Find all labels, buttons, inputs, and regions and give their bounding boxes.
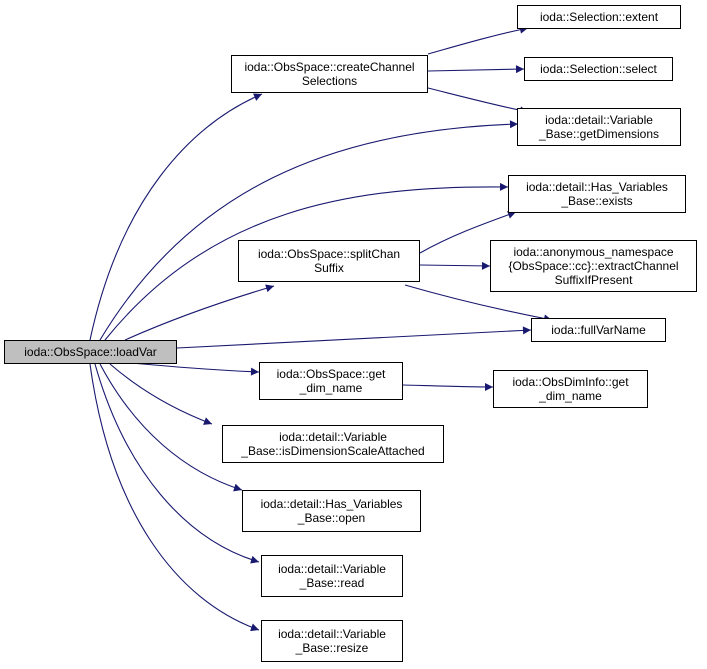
- node-label-line: ioda::detail::Has_Variables: [526, 180, 668, 194]
- edge-splitchansuffix-extractchannelsuffix: [419, 261, 491, 270]
- node-label-line: Selections: [301, 74, 358, 88]
- node-label-line: _Base::getDimensions: [538, 127, 660, 141]
- node-label-line: ioda::Selection::select: [540, 62, 657, 76]
- node-label-line: ioda::ObsSpace::loadVar: [24, 345, 157, 359]
- edge-splitchansuffix-fullvarname: [404, 284, 553, 323]
- node-obsspace-loadvar: ioda::ObsSpace::loadVar: [4, 340, 177, 364]
- node-has-variables-base-open[interactable]: ioda::detail::Has_Variables_Base::open: [242, 490, 421, 532]
- node-variable-base-isdimensionscaleattached[interactable]: ioda::detail::Variable_Base::isDimension…: [222, 425, 444, 463]
- edge-getdimname-obsdiminfogetdimname: [402, 382, 494, 391]
- node-label-line: SuffixIfPresent: [554, 273, 633, 287]
- node-label-line: _Base::exists: [561, 194, 633, 208]
- edge-splitchansuffix-hasvarexists: [419, 210, 517, 254]
- edge-loadvar-variableread: [94, 363, 260, 564]
- node-label-line: _Base::read: [299, 576, 365, 590]
- node-variable-base-resize[interactable]: ioda::detail::Variable_Base::resize: [261, 620, 403, 662]
- edge-createchannelselections-extent: [427, 25, 529, 55]
- node-obsspace-get-dim-name[interactable]: ioda::ObsSpace::get_dim_name: [259, 362, 403, 400]
- node-label-line: ioda::ObsSpace::splitChan: [257, 247, 401, 261]
- node-label-line: ioda::detail::Variable: [545, 113, 653, 127]
- edge-createchannelselections-getdimensions: [427, 87, 529, 115]
- node-label-line: ioda::detail::Variable: [278, 627, 386, 641]
- edge-loadvar-variableresize: [89, 363, 260, 632]
- edge-createchannelselections-select: [427, 65, 525, 74]
- node-label-line: ioda::fullVarName: [551, 323, 646, 337]
- edge-loadvar-splitchansuffix: [124, 284, 275, 341]
- node-label-line: Suffix: [314, 261, 344, 275]
- edge-loadvar-hasvaropen: [99, 363, 243, 492]
- node-label-line: {ObsSpace::cc}::extractChannel: [508, 259, 679, 273]
- node-label-line: ioda::ObsSpace::createChannel: [244, 60, 415, 74]
- node-extractchannelsuffixifpresent[interactable]: ioda::anonymous_namespace{ObsSpace::cc}:…: [490, 240, 697, 292]
- node-label-line: _Base::resize: [295, 641, 369, 655]
- node-label-line: ioda::anonymous_namespace: [513, 245, 674, 259]
- node-variable-base-getdimensions[interactable]: ioda::detail::Variable_Base::getDimensio…: [517, 108, 681, 146]
- node-label-line: ioda::ObsDimInfo::get: [512, 375, 629, 389]
- node-label-line: ioda::detail::Variable: [279, 430, 387, 444]
- edge-loadvar-isdimensionscaleattached: [109, 363, 213, 425]
- node-label-line: _dim_name: [539, 389, 602, 403]
- node-selection-select[interactable]: ioda::Selection::select: [524, 57, 673, 81]
- node-label-line: _Base::open: [297, 511, 366, 525]
- node-label-line: ioda::detail::Variable: [278, 562, 386, 576]
- node-label-line: ioda::detail::Has_Variables: [260, 497, 403, 511]
- edge-loadvar-getdimensions: [99, 120, 519, 341]
- node-has-variables-base-exists[interactable]: ioda::detail::Has_Variables_Base::exists: [508, 175, 686, 213]
- node-label-line: ioda::Selection::extent: [539, 10, 659, 24]
- node-selection-extent[interactable]: ioda::Selection::extent: [517, 5, 681, 29]
- edge-loadvar-hasvarexists: [104, 182, 509, 341]
- node-label-line: _Base::isDimensionScaleAttached: [241, 444, 425, 458]
- edge-loadvar-createchannelselections: [89, 93, 263, 341]
- node-obsdiminfo-get-dim-name[interactable]: ioda::ObsDimInfo::get_dim_name: [493, 370, 648, 408]
- node-label-line: _dim_name: [299, 381, 363, 395]
- node-variable-base-read[interactable]: ioda::detail::Variable_Base::read: [261, 555, 403, 597]
- node-label-line: ioda::ObsSpace::get: [276, 367, 386, 381]
- node-fullvarname[interactable]: ioda::fullVarName: [531, 318, 666, 342]
- edge-loadvar-fullvarname: [176, 326, 532, 349]
